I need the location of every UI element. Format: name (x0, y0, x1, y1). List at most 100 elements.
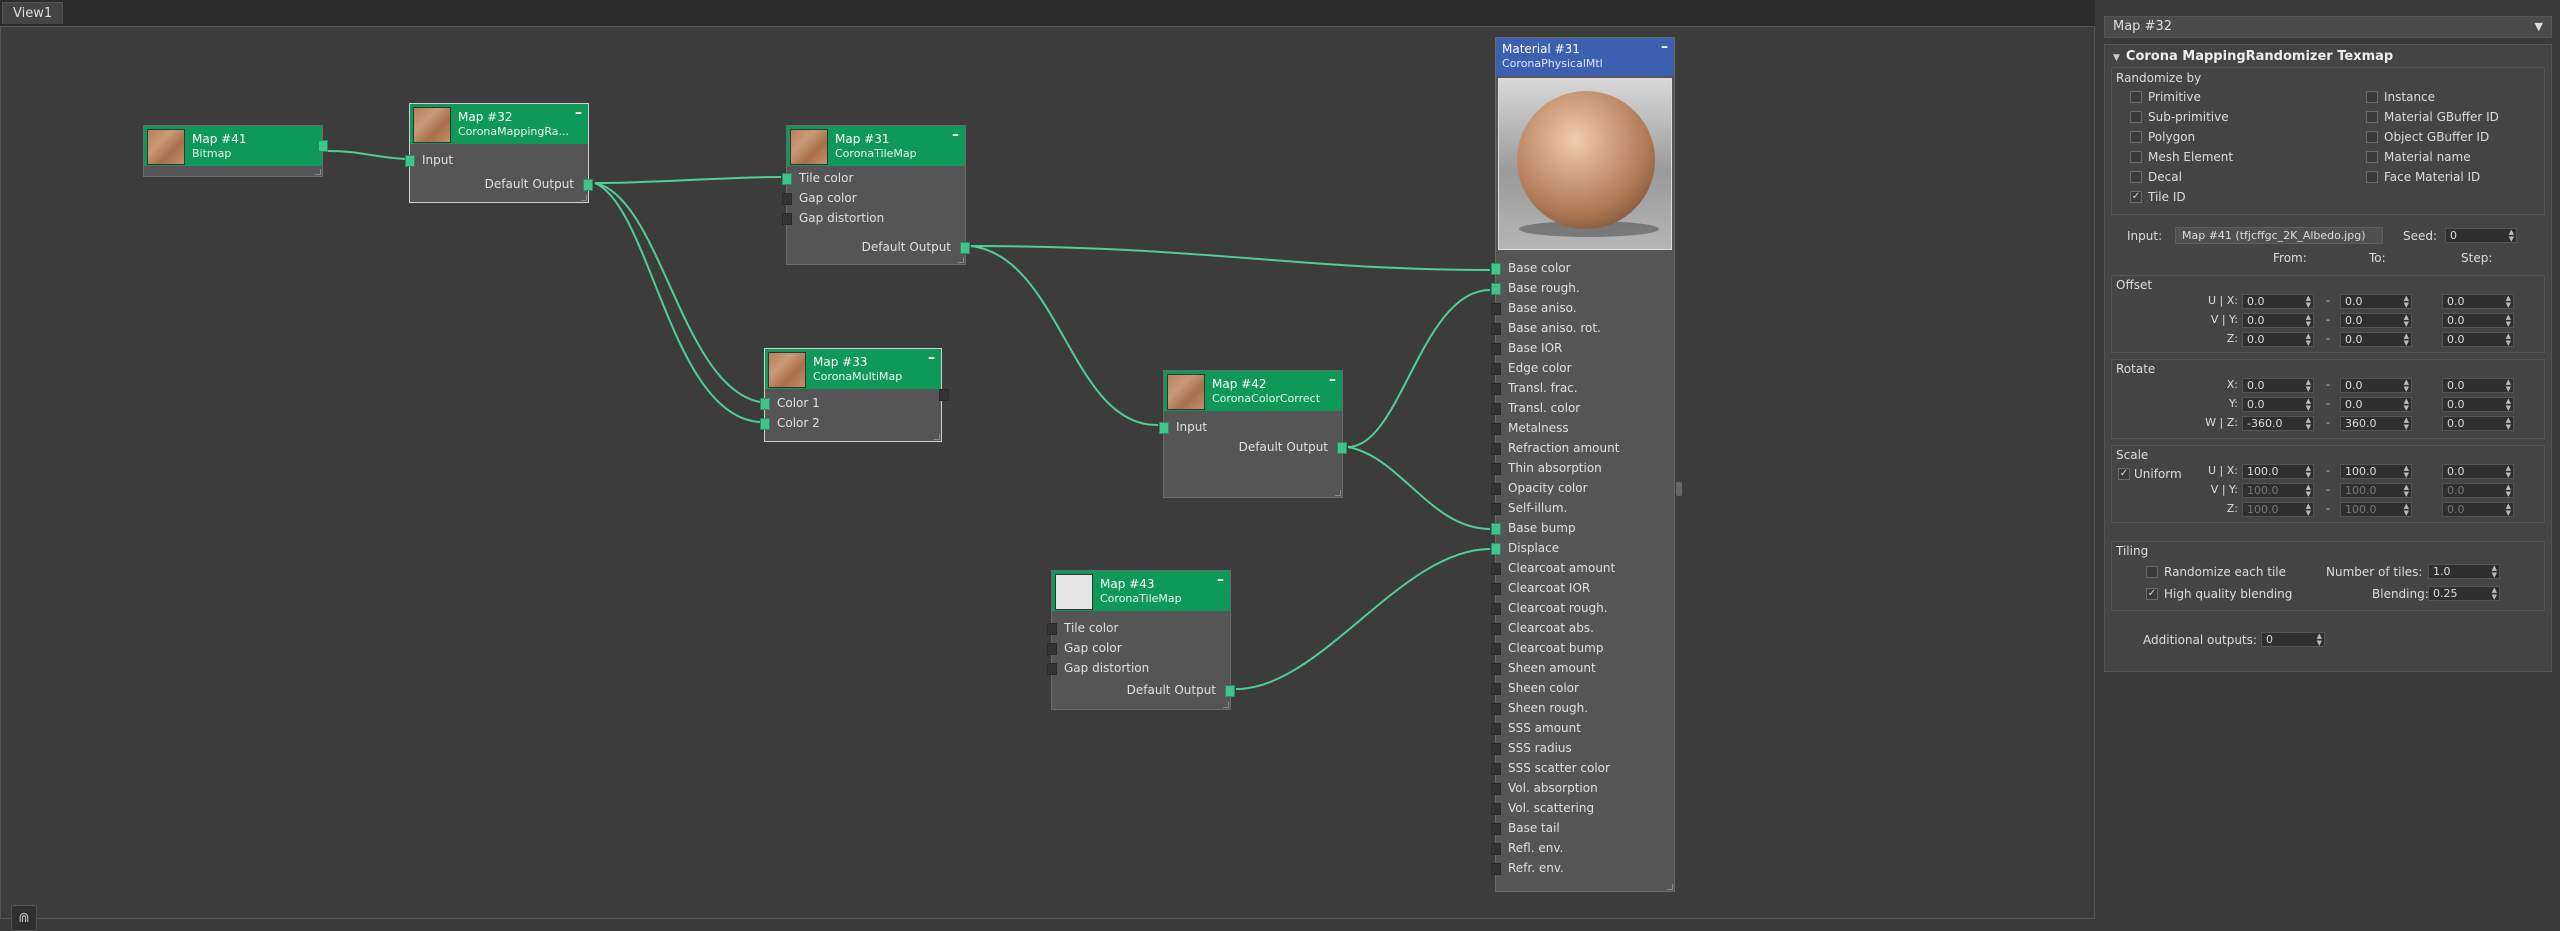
input-socket[interactable] (1159, 422, 1169, 434)
resize-handle[interactable] (1335, 490, 1341, 496)
input-socket[interactable] (1491, 643, 1501, 655)
input-port[interactable]: Tile color (782, 169, 965, 187)
material-input-port[interactable]: Base IOR (1491, 339, 1674, 357)
material-input-port[interactable]: Thin absorption (1491, 459, 1674, 477)
material-input-port[interactable]: Sheen color (1491, 679, 1674, 697)
input-port[interactable]: Color 1 (760, 394, 941, 412)
collapse-icon[interactable]: – (1329, 372, 1336, 388)
rotate-step-spinner[interactable]: 0.0▲▼ (2442, 416, 2514, 431)
output-port[interactable]: Default Output (1164, 438, 1347, 456)
material-input-port[interactable]: Base bump (1491, 519, 1674, 537)
input-port[interactable]: Color 2 (760, 414, 941, 432)
rotate-from-spinner[interactable]: -360.0▲▼ (2242, 416, 2314, 431)
material-input-port[interactable]: Edge color (1491, 359, 1674, 377)
input-socket[interactable] (782, 173, 792, 185)
offset-from-spinner[interactable]: 0.0▲▼ (2242, 313, 2314, 328)
input-port[interactable]: Gap color (1047, 639, 1230, 657)
rotate-step-spinner[interactable]: 0.0▲▼ (2442, 397, 2514, 412)
material-input-port[interactable]: Clearcoat IOR (1491, 579, 1674, 597)
input-socket[interactable] (1491, 863, 1501, 875)
material-input-port[interactable]: Clearcoat amount (1491, 559, 1674, 577)
material-input-port[interactable]: Vol. scattering (1491, 799, 1674, 817)
output-socket[interactable] (1676, 482, 1682, 496)
uniform-checkbox[interactable]: ✓ (2118, 468, 2130, 480)
high-quality-blending-checkbox[interactable]: ✓ (2146, 588, 2158, 600)
input-port[interactable]: Gap color (782, 189, 965, 207)
resize-handle[interactable] (315, 169, 321, 175)
material-input-port[interactable]: SSS radius (1491, 739, 1674, 757)
material-input-port[interactable]: Base rough. (1491, 279, 1674, 297)
randomize-by-option-checkbox[interactable] (2366, 111, 2378, 123)
node-map33[interactable]: Map #33 CoronaMultiMap – Color 1 Color 2 (760, 348, 949, 442)
material-input-port[interactable]: Opacity color (1491, 479, 1674, 497)
input-port[interactable]: Tile color (1047, 619, 1230, 637)
randomize-by-option-checkbox[interactable] (2130, 131, 2142, 143)
output-socket[interactable] (960, 242, 970, 254)
material-input-port[interactable]: Clearcoat rough. (1491, 599, 1674, 617)
input-socket[interactable] (1491, 403, 1501, 415)
scale-to-spinner[interactable]: 100.0▲▼ (2340, 502, 2412, 517)
input-socket[interactable] (1047, 623, 1057, 635)
input-socket[interactable] (1491, 763, 1501, 775)
input-socket[interactable] (1491, 663, 1501, 675)
input-socket[interactable] (1047, 643, 1057, 655)
input-socket[interactable] (1491, 803, 1501, 815)
material-input-port[interactable]: SSS scatter color (1491, 759, 1674, 777)
offset-from-spinner[interactable]: 0.0▲▼ (2242, 332, 2314, 347)
collapse-icon[interactable]: – (1661, 39, 1668, 55)
material-input-port[interactable]: Clearcoat bump (1491, 639, 1674, 657)
output-socket[interactable] (1337, 442, 1347, 454)
offset-step-spinner[interactable]: 0.0▲▼ (2442, 313, 2514, 328)
input-socket[interactable] (1491, 523, 1501, 535)
input-port[interactable]: Gap distortion (1047, 659, 1230, 677)
rotate-to-spinner[interactable]: 360.0▲▼ (2340, 416, 2412, 431)
randomize-by-option-checkbox[interactable] (2366, 171, 2378, 183)
output-port[interactable]: Default Output (1052, 681, 1235, 699)
rotate-from-spinner[interactable]: 0.0▲▼ (2242, 397, 2314, 412)
input-socket[interactable] (1491, 843, 1501, 855)
material-input-port[interactable]: Displace (1491, 539, 1674, 557)
additional-outputs-spinner[interactable]: 0▲▼ (2261, 632, 2325, 647)
input-socket[interactable] (1491, 583, 1501, 595)
material-input-port[interactable]: Sheen amount (1491, 659, 1674, 677)
material-input-port[interactable]: Base aniso. rot. (1491, 319, 1674, 337)
input-socket[interactable] (1491, 463, 1501, 475)
scale-from-spinner[interactable]: 100.0▲▼ (2242, 502, 2314, 517)
input-socket[interactable] (760, 418, 770, 430)
material-input-port[interactable]: Metalness (1491, 419, 1674, 437)
input-socket[interactable] (760, 398, 770, 410)
input-socket[interactable] (1491, 623, 1501, 635)
node-map41[interactable]: Map #41 Bitmap (143, 125, 328, 177)
output-port[interactable]: Default Output (787, 238, 970, 256)
input-socket[interactable] (782, 193, 792, 205)
material-input-port[interactable]: Sheen rough. (1491, 699, 1674, 717)
material-input-port[interactable]: Vol. absorption (1491, 779, 1674, 797)
randomize-by-option-checkbox[interactable] (2130, 111, 2142, 123)
output-port[interactable]: Default Output (410, 175, 593, 193)
randomize-each-tile-checkbox[interactable] (2146, 566, 2158, 578)
input-socket[interactable] (405, 155, 415, 167)
node-map32[interactable]: Map #32 CoronaMappingRa... – Input Defau… (405, 103, 593, 203)
node-map31[interactable]: Map #31 CoronaTileMap – Tile color Gap c… (782, 125, 970, 265)
rotate-to-spinner[interactable]: 0.0▲▼ (2340, 378, 2412, 393)
input-socket[interactable] (1491, 683, 1501, 695)
resize-handle[interactable] (934, 434, 940, 440)
material-input-port[interactable]: Self-illum. (1491, 499, 1674, 517)
input-port[interactable]: Input (1159, 418, 1342, 436)
scale-step-spinner[interactable]: 0.0▲▼ (2442, 464, 2514, 479)
rollup-title[interactable]: ▼Corona MappingRandomizer Texmap (2113, 49, 2394, 64)
randomize-by-option-checkbox[interactable] (2366, 131, 2378, 143)
input-socket[interactable] (1491, 703, 1501, 715)
material-input-port[interactable]: Refl. env. (1491, 839, 1674, 857)
material-input-port[interactable]: Base color (1491, 259, 1674, 277)
rotate-step-spinner[interactable]: 0.0▲▼ (2442, 378, 2514, 393)
resize-handle[interactable] (958, 257, 964, 263)
material-input-port[interactable]: Refraction amount (1491, 439, 1674, 457)
offset-from-spinner[interactable]: 0.0▲▼ (2242, 294, 2314, 309)
material-input-port[interactable]: Transl. color (1491, 399, 1674, 417)
input-socket[interactable] (1491, 323, 1501, 335)
scale-to-spinner[interactable]: 100.0▲▼ (2340, 483, 2412, 498)
input-socket[interactable] (1491, 443, 1501, 455)
seed-spinner[interactable]: 0▲▼ (2445, 228, 2517, 243)
input-socket[interactable] (1491, 823, 1501, 835)
